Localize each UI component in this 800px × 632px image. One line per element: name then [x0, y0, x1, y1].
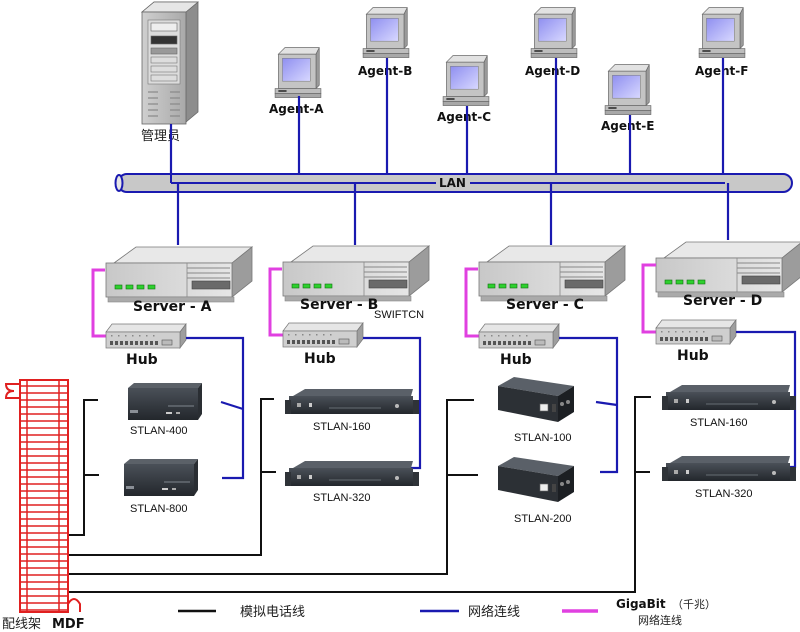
- device-label: STLAN-160: [313, 421, 370, 433]
- mdf-frame-outline: [19, 379, 69, 613]
- legend: 模拟电话线 网络连线 GigaBit （千兆） 网络连线: [178, 597, 716, 627]
- gigabit-links: [91, 263, 656, 338]
- agent-label: Agent-D: [525, 64, 580, 78]
- hub-label: Hub: [677, 348, 709, 364]
- agent-a-computer-icon: [274, 47, 322, 99]
- stlan-400-device-icon: [127, 382, 203, 421]
- device-label: STLAN-400: [130, 425, 187, 437]
- agent-network-links: [169, 58, 725, 174]
- mdf-cable-loop-top: [4, 383, 20, 399]
- agent-label: Agent-B: [358, 64, 412, 78]
- hub-a-icon: [105, 323, 187, 349]
- server-label: Server - A: [133, 299, 212, 315]
- server-a-icon: [105, 246, 253, 303]
- stlan-160-device-icon: [662, 384, 797, 411]
- server-c-icon: [478, 245, 626, 302]
- device-label: STLAN-160: [690, 417, 747, 429]
- device-label: STLAN-320: [695, 488, 752, 500]
- device-label: STLAN-320: [313, 492, 370, 504]
- server-label: Server - C: [506, 297, 584, 313]
- stlan-160-device-icon: [285, 388, 420, 415]
- watermark-text: SWIFTCN: [374, 309, 424, 321]
- device-label: STLAN-100: [514, 432, 571, 444]
- server-label: Server - D: [683, 293, 762, 309]
- agent-b-computer-icon: [362, 7, 410, 59]
- legend-network-label: 网络连线: [468, 604, 520, 620]
- device-label: STLAN-800: [130, 503, 187, 515]
- stlan-800-device-icon: [123, 458, 199, 497]
- agent-label: Agent-E: [601, 119, 654, 133]
- mdf-label-cn: 配线架: [2, 617, 41, 632]
- mdf-label-en: MDF: [52, 617, 85, 632]
- device-label: STLAN-200: [514, 513, 571, 525]
- stlan-200-device-icon: [497, 456, 575, 503]
- legend-analog-label: 模拟电话线: [240, 605, 305, 620]
- hub-c-icon: [478, 323, 560, 349]
- hub-b-icon: [282, 322, 364, 348]
- server-d-icon: [655, 241, 800, 298]
- server-network-links: [176, 183, 730, 245]
- agent-label: Agent-F: [695, 64, 748, 78]
- server-b-icon: [282, 245, 430, 302]
- hub-label: Hub: [126, 352, 158, 368]
- agent-label: Agent-C: [437, 110, 491, 124]
- mdf-distribution-frame: [4, 379, 81, 613]
- legend-gigabit-label: GigaBit: [616, 597, 666, 611]
- legend-gigabit-paren: （千兆）: [672, 598, 716, 611]
- stlan-320-device-icon: [285, 460, 420, 487]
- admin-server-tower: [140, 1, 200, 125]
- stlan-320-device-icon: [662, 455, 797, 482]
- lan-label: LAN: [439, 176, 466, 190]
- stlan-100-device-icon: [497, 376, 575, 423]
- agent-f-computer-icon: [698, 7, 746, 59]
- admin-label: 管理员: [141, 129, 180, 144]
- agent-d-computer-icon: [530, 7, 578, 59]
- agent-e-computer-icon: [604, 64, 652, 116]
- agent-c-computer-icon: [442, 55, 490, 107]
- hub-d-icon: [655, 319, 737, 345]
- analog-phone-lines: [68, 396, 651, 593]
- server-label: Server - B: [300, 297, 378, 313]
- legend-gigabit-label-cn: 网络连线: [638, 613, 682, 627]
- lan-label-bg: [436, 175, 470, 190]
- agent-label: Agent-A: [269, 102, 324, 116]
- hub-label: Hub: [500, 352, 532, 368]
- hub-label: Hub: [304, 351, 336, 367]
- mdf-cable-loop-bottom: [67, 598, 81, 612]
